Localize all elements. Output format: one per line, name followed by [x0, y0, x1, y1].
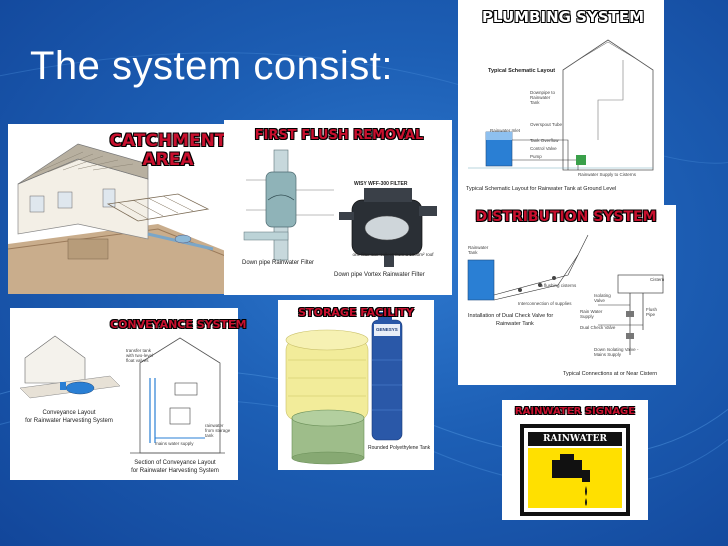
distribution-label-dcv: Dual Check Valve [580, 325, 616, 330]
conveyance-label-rainwater: rainwater from storage tank [205, 423, 231, 439]
distribution-caption-left-1: Installation of Dual Check Valve for [468, 313, 554, 319]
plumbing-label-pump: Pump [530, 154, 542, 159]
distribution-heading: DISTRIBUTION SYSTEM [475, 209, 657, 225]
distribution-label-interconnection: Interconnection of supplies [518, 301, 572, 306]
plumbing-layout-title: Typical Schematic Layout [488, 68, 556, 74]
distribution-caption-right: Typical Connections at or Near Cistern [563, 371, 658, 377]
distribution-label-isolating: Isolating Valve [594, 293, 611, 304]
storage-tank-brand: GENESYS [376, 327, 398, 332]
first-flush-heading: FIRST FLUSH REMOVAL [254, 128, 424, 143]
distribution-label-cistern: Cistern [650, 277, 665, 282]
first-flush-illustration [243, 149, 437, 267]
conveyance-caption-left-1: Conveyance Layout [42, 410, 96, 416]
plumbing-label-overspout: Overspout Tube [530, 122, 563, 127]
distribution-label-tank: Rainwater Tank [468, 245, 489, 256]
conveyance-illustration [19, 335, 225, 454]
plumbing-card: PLUMBING SYSTEM Typical Schematic Layout… [458, 0, 664, 205]
storage-caption: Rounded Polyethylene Tank [368, 445, 431, 451]
signage-sign-text: RAINWATER [543, 434, 607, 444]
plumbing-heading: PLUMBING SYSTEM [481, 8, 645, 26]
distribution-diagram [467, 234, 664, 355]
distribution-card: DISTRIBUTION SYSTEM Rainwater Tank To fl… [458, 205, 676, 385]
signage-card: RAINWATER SIGNAGE RAINWATER [502, 400, 648, 520]
signage-heading: RAINWATER SIGNAGE [514, 406, 636, 417]
catchment-heading-line1: CATCHMENT [109, 131, 227, 151]
plumbing-label-inlet: Rainwater Inlet [490, 128, 521, 133]
catchment-house-illustration [7, 124, 234, 294]
catchment-area-panel: CATCHMENT AREA [7, 124, 234, 294]
filter-title: WISY WFF-300 FILTER [354, 181, 408, 187]
distribution-label-rwsupply: Rain Water Supply [580, 309, 603, 320]
plumbing-caption: Typical Schematic Layout for Rainwater T… [466, 186, 617, 192]
distribution-caption-left-2: Rainwater Tank [496, 321, 534, 327]
catchment-heading-line2: AREA [142, 150, 194, 170]
storage-card: STORAGE FACILITY GENESYS Rounded Polyeth… [278, 300, 434, 470]
plumbing-label-downpipe: Downpipe to Rainwater Tank [530, 90, 556, 106]
distribution-label-flushing: To flushing cisterns [538, 283, 577, 288]
conveyance-heading: CONVEYANCE SYSTEM [110, 318, 247, 331]
plumbing-label-overflow: Tank Overflow [530, 138, 559, 143]
first-flush-card: FIRST FLUSH REMOVAL WISY WFF-300 FILTER … [224, 120, 452, 295]
storage-heading: STORAGE FACILITY [298, 306, 414, 319]
filter-note: one filter can 'collect' from a 1800m² r… [352, 252, 434, 257]
rainwater-sign [520, 424, 630, 516]
distribution-label-flushpipe: Flush Pipe [646, 307, 658, 318]
plumbing-label-valve: Control Valve [530, 146, 557, 151]
first-flush-caption-right: Down pipe Vortex Rainwater Filter [334, 272, 425, 278]
distribution-label-mains: Down Isolating Valve - Mains Supply [594, 347, 639, 358]
conveyance-caption-left-2: for Rainwater Harvesting System [25, 418, 113, 424]
slide-title: The system consist: [30, 44, 393, 88]
conveyance-card: CONVEYANCE SYSTEM transfer tank with two… [10, 308, 247, 480]
conveyance-caption-bottom-2: for Rainwater Harvesting System [131, 468, 219, 474]
conveyance-caption-bottom-1: Section of Conveyance Layout [134, 460, 216, 466]
conveyance-label-mains: mains water supply [155, 441, 194, 446]
first-flush-caption-left: Down pipe Rainwater Filter [242, 260, 315, 266]
storage-tanks-illustration [285, 312, 403, 465]
conveyance-label-transfer: transfer tank with two-level float valve… [126, 348, 154, 364]
plumbing-schematic [468, 39, 654, 171]
catchment-heading: CATCHMENT AREA [108, 132, 228, 170]
plumbing-label-supply: Rainwater Supply to Cisterns [578, 172, 637, 177]
